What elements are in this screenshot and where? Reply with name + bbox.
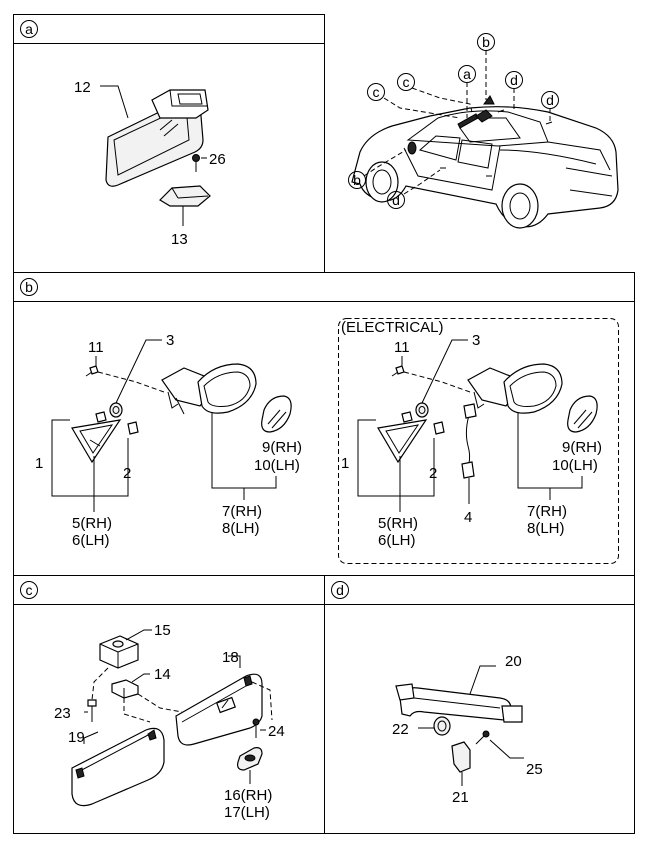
harness-connector [463, 403, 477, 419]
circle-marker [331, 581, 349, 599]
front-wheel [365, 161, 399, 203]
label-5rh-left: 5(RH) [72, 515, 112, 532]
panel-a-drawing: 12 26 13 [74, 79, 226, 248]
callout-c-right: c [403, 74, 410, 90]
label-16rh: 16(RH) [224, 787, 272, 804]
panel-a-header: a [20, 20, 38, 38]
panel-c-header: c [20, 581, 38, 599]
grip-end-left [395, 683, 415, 701]
assist-grip [399, 687, 512, 721]
panel-c-drawing: 15 14 23 18 24 16(RH) 17(LH) [54, 622, 285, 821]
screw-icon [192, 154, 200, 162]
label-5rh-right: 5(RH) [378, 515, 418, 532]
car-body [351, 106, 619, 228]
label-11-left: 11 [88, 339, 104, 356]
label-11-right: 11 [394, 339, 410, 356]
panel-d-frame [324, 575, 635, 834]
grommet [109, 402, 123, 418]
label-15: 15 [154, 622, 171, 639]
label-21: 21 [452, 789, 469, 806]
callout-b-top: b [482, 34, 490, 50]
label-7rh-left: 7(RH) [222, 503, 262, 520]
rear-wheel [501, 183, 539, 229]
callout-d-top-right: d [546, 92, 554, 108]
label-9rh-right: 9(RH) [562, 439, 602, 456]
panel-d-letter: d [336, 582, 344, 598]
label-12: 12 [74, 79, 91, 96]
label-3-right: 3 [472, 332, 480, 349]
circle-marker [20, 581, 38, 599]
sunvisor-clip [111, 679, 139, 699]
label-17lh: 17(LH) [224, 804, 270, 821]
label-10lh-left: 10(LH) [254, 457, 300, 474]
vanity-mirror [216, 696, 236, 714]
label-14: 14 [154, 666, 171, 683]
label-20: 20 [505, 653, 522, 670]
panel-b-letter: b [25, 279, 33, 295]
label-8lh-left: 8(LH) [222, 520, 260, 537]
callout-d-top-left: d [510, 72, 518, 88]
label-24: 24 [268, 723, 285, 740]
grip-cover [451, 741, 471, 773]
sunvisor-left [71, 727, 165, 807]
callout-d-bottom: d [392, 192, 400, 208]
grip-cap-ring [433, 716, 451, 736]
triangle-cover [71, 419, 122, 464]
circle-marker [20, 278, 38, 296]
panel-d-drawing: 20 22 21 25 [392, 653, 543, 806]
label-2-right: 2 [429, 465, 437, 482]
panel-b-manual: 11 3 1 2 5(RH) 6(LH) 9(RH) [35, 332, 302, 549]
panel-c-letter: c [26, 582, 33, 598]
panel-b-electrical: (ELECTRICAL) 11 3 1 2 5(RH) 6(LH) 4 [338, 318, 619, 564]
label-23: 23 [54, 705, 71, 722]
label-8lh-right: 8(LH) [527, 520, 565, 537]
label-2-left: 2 [123, 465, 131, 482]
circle-marker [20, 20, 38, 38]
electrical-box [338, 318, 619, 564]
vehicle-overview: a b c c d d b d [348, 33, 619, 229]
side-mirror-mark [407, 141, 417, 155]
label-6lh-right: 6(LH) [378, 532, 416, 549]
callout-c-left: c [373, 84, 380, 100]
panel-b-header: b [20, 278, 38, 296]
label-26: 26 [209, 151, 226, 168]
panel-a-letter: a [25, 21, 33, 37]
label-10lh-right: 10(LH) [552, 457, 598, 474]
label-9rh-left: 9(RH) [262, 439, 302, 456]
label-7rh-right: 7(RH) [527, 503, 567, 520]
callout-b-bottom: b [353, 172, 361, 188]
grip-end-right [501, 705, 523, 723]
label-3-left: 3 [166, 332, 174, 349]
electrical-title: (ELECTRICAL) [341, 319, 444, 336]
callout-a: a [463, 66, 471, 82]
panel-d-header: d [331, 581, 349, 599]
label-4: 4 [464, 509, 472, 526]
label-22: 22 [392, 721, 409, 738]
label-13: 13 [171, 231, 188, 248]
label-18: 18 [222, 649, 239, 666]
panel-frames [13, 14, 635, 834]
label-6lh-left: 6(LH) [72, 532, 110, 549]
label-1-right: 1 [341, 455, 349, 472]
cap [127, 421, 139, 435]
label-1-left: 1 [35, 455, 43, 472]
mirror-housing [197, 363, 257, 414]
label-25: 25 [526, 761, 543, 778]
label-19: 19 [68, 729, 85, 746]
